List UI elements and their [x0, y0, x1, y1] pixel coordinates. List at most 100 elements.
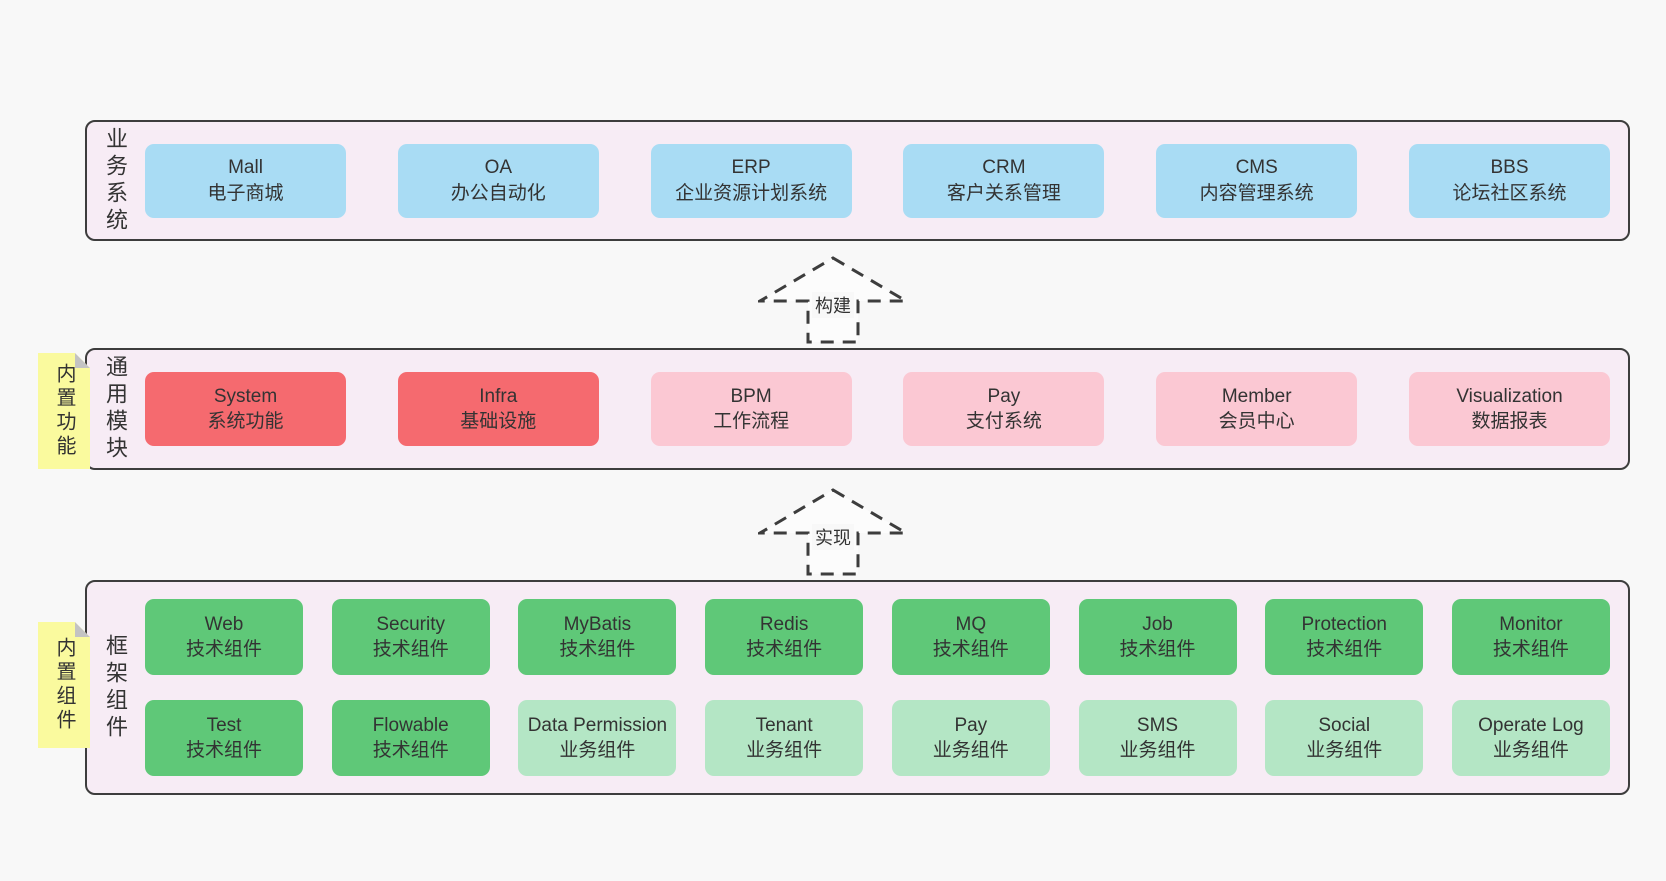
sticky-note-builtin-components: 内置组件	[38, 622, 90, 748]
box-name: Security	[376, 613, 446, 635]
box-name: Tenant	[755, 714, 813, 736]
box-name: MQ	[955, 613, 987, 635]
box-pay: Pay 支付系统	[903, 372, 1105, 446]
box-job: Job 技术组件	[1078, 599, 1237, 675]
box-desc: 业务组件	[932, 740, 1009, 761]
box-name: Test	[206, 714, 242, 736]
box-name: System	[213, 385, 278, 407]
box-crm: CRM 客户关系管理	[903, 143, 1105, 218]
box-desc: 业务组件	[1306, 740, 1383, 761]
layer-framework-components: 内置组件 框架组件 Web 技术组件 Security 技术组件 MyBatis…	[85, 580, 1630, 795]
box-erp: ERP 企业资源计划系统	[650, 143, 852, 218]
box-desc: 技术组件	[746, 639, 823, 660]
box-protection: Protection 技术组件	[1265, 599, 1424, 675]
box-name: Pay	[954, 714, 988, 736]
box-desc: 客户关系管理	[946, 182, 1061, 204]
box-desc: 基础设施	[460, 411, 537, 432]
box-name: OA	[484, 157, 513, 179]
box-desc: 业务组件	[559, 740, 636, 761]
build-arrow-zone: 构建	[0, 256, 1666, 344]
box-name: Job	[1142, 613, 1173, 635]
box-name: Flowable	[372, 714, 449, 736]
box-desc: 业务组件	[1492, 740, 1569, 761]
build-arrow: 构建	[758, 256, 908, 344]
layer-label-modules: 通用模块	[87, 350, 143, 468]
box-name: Infra	[479, 385, 518, 407]
box-monitor: Monitor 技术组件	[1451, 599, 1610, 675]
box-desc: 技术组件	[1492, 639, 1569, 660]
box-mybatis: MyBatis 技术组件	[518, 599, 677, 675]
framework-row-tech: Web 技术组件 Security 技术组件 MyBatis 技术组件 Redi…	[145, 599, 1610, 675]
layer-label-text: 通用模块	[103, 355, 128, 463]
box-desc: 技术组件	[932, 639, 1009, 660]
box-name: BBS	[1490, 157, 1529, 179]
implement-arrow: 实现	[758, 488, 908, 576]
box-cms: CMS 内容管理系统	[1156, 143, 1358, 218]
layer-label-text: 框架组件	[103, 633, 128, 742]
box-name: Visualization	[1456, 385, 1563, 407]
box-name: Redis	[759, 613, 809, 635]
box-name: MyBatis	[563, 613, 632, 635]
box-name: Social	[1318, 714, 1371, 736]
box-desc: 论坛社区系统	[1452, 182, 1567, 204]
box-desc: 业务组件	[1119, 740, 1196, 761]
box-bpm: BPM 工作流程	[650, 372, 852, 446]
sticky-text: 内置功能	[53, 363, 75, 459]
box-desc: 技术组件	[372, 639, 449, 660]
box-name: Member	[1221, 385, 1292, 407]
layer-label-text: 业务系统	[103, 126, 128, 235]
box-data-permission: Data Permission 业务组件	[518, 700, 677, 776]
box-web: Web 技术组件	[145, 599, 303, 675]
box-mall: Mall 电子商城	[145, 143, 346, 218]
layer-label-framework: 框架组件	[87, 582, 143, 793]
box-sms: SMS 业务组件	[1078, 700, 1237, 776]
box-security: Security 技术组件	[331, 599, 490, 675]
box-desc: 业务组件	[746, 740, 823, 761]
framework-row-biz: Test 技术组件 Flowable 技术组件 Data Permission …	[145, 700, 1610, 776]
box-visualization: Visualization 数据报表	[1408, 372, 1610, 446]
box-name: CRM	[982, 157, 1026, 179]
framework-boxes: Web 技术组件 Security 技术组件 MyBatis 技术组件 Redi…	[143, 582, 1628, 793]
box-desc: 内容管理系统	[1199, 182, 1314, 204]
layer-label-business: 业务系统	[87, 122, 143, 239]
box-desc: 数据报表	[1471, 411, 1548, 432]
business-boxes: Mall 电子商城 OA 办公自动化 ERP 企业资源计划系统 CRM 客户关系…	[143, 122, 1628, 239]
box-name: Data Permission	[527, 714, 668, 736]
arrow-label: 实现	[812, 524, 854, 550]
box-name: SMS	[1136, 714, 1179, 736]
box-mq: MQ 技术组件	[891, 599, 1050, 675]
box-desc: 技术组件	[185, 639, 262, 660]
module-boxes: System 系统功能 Infra 基础设施 BPM 工作流程 Pay 支付系统…	[143, 350, 1628, 468]
box-test: Test 技术组件	[145, 700, 303, 776]
box-desc: 电子商城	[207, 182, 284, 204]
implement-arrow-zone: 实现	[0, 488, 1666, 576]
box-desc: 技术组件	[1306, 639, 1383, 660]
box-name: Web	[204, 613, 244, 635]
arrow-label: 构建	[812, 292, 854, 318]
layer-business-systems: 业务系统 Mall 电子商城 OA 办公自动化 ERP 企业资源计划系统 CRM…	[85, 120, 1630, 241]
box-name: Protection	[1301, 613, 1387, 635]
box-name: BPM	[730, 385, 772, 407]
box-name: Pay	[987, 385, 1021, 407]
box-redis: Redis 技术组件	[705, 599, 864, 675]
box-desc: 企业资源计划系统	[675, 182, 828, 204]
box-name: Mall	[228, 157, 263, 179]
box-pay-biz: Pay 业务组件	[891, 700, 1050, 776]
box-desc: 技术组件	[1119, 639, 1196, 660]
box-desc: 系统功能	[207, 411, 284, 432]
sticky-text: 内置组件	[53, 637, 75, 733]
box-bbs: BBS 论坛社区系统	[1408, 143, 1610, 218]
box-desc: 办公自动化	[450, 182, 546, 204]
box-desc: 技术组件	[372, 740, 449, 761]
box-operate-log: Operate Log 业务组件	[1451, 700, 1610, 776]
box-flowable: Flowable 技术组件	[331, 700, 490, 776]
box-desc: 技术组件	[559, 639, 636, 660]
box-name: CMS	[1235, 157, 1278, 179]
box-name: Monitor	[1499, 613, 1563, 635]
box-tenant: Tenant 业务组件	[705, 700, 864, 776]
box-oa: OA 办公自动化	[397, 143, 599, 218]
box-desc: 技术组件	[185, 740, 262, 761]
box-desc: 支付系统	[965, 411, 1042, 432]
box-infra: Infra 基础设施	[397, 372, 599, 446]
box-name: ERP	[731, 157, 771, 179]
